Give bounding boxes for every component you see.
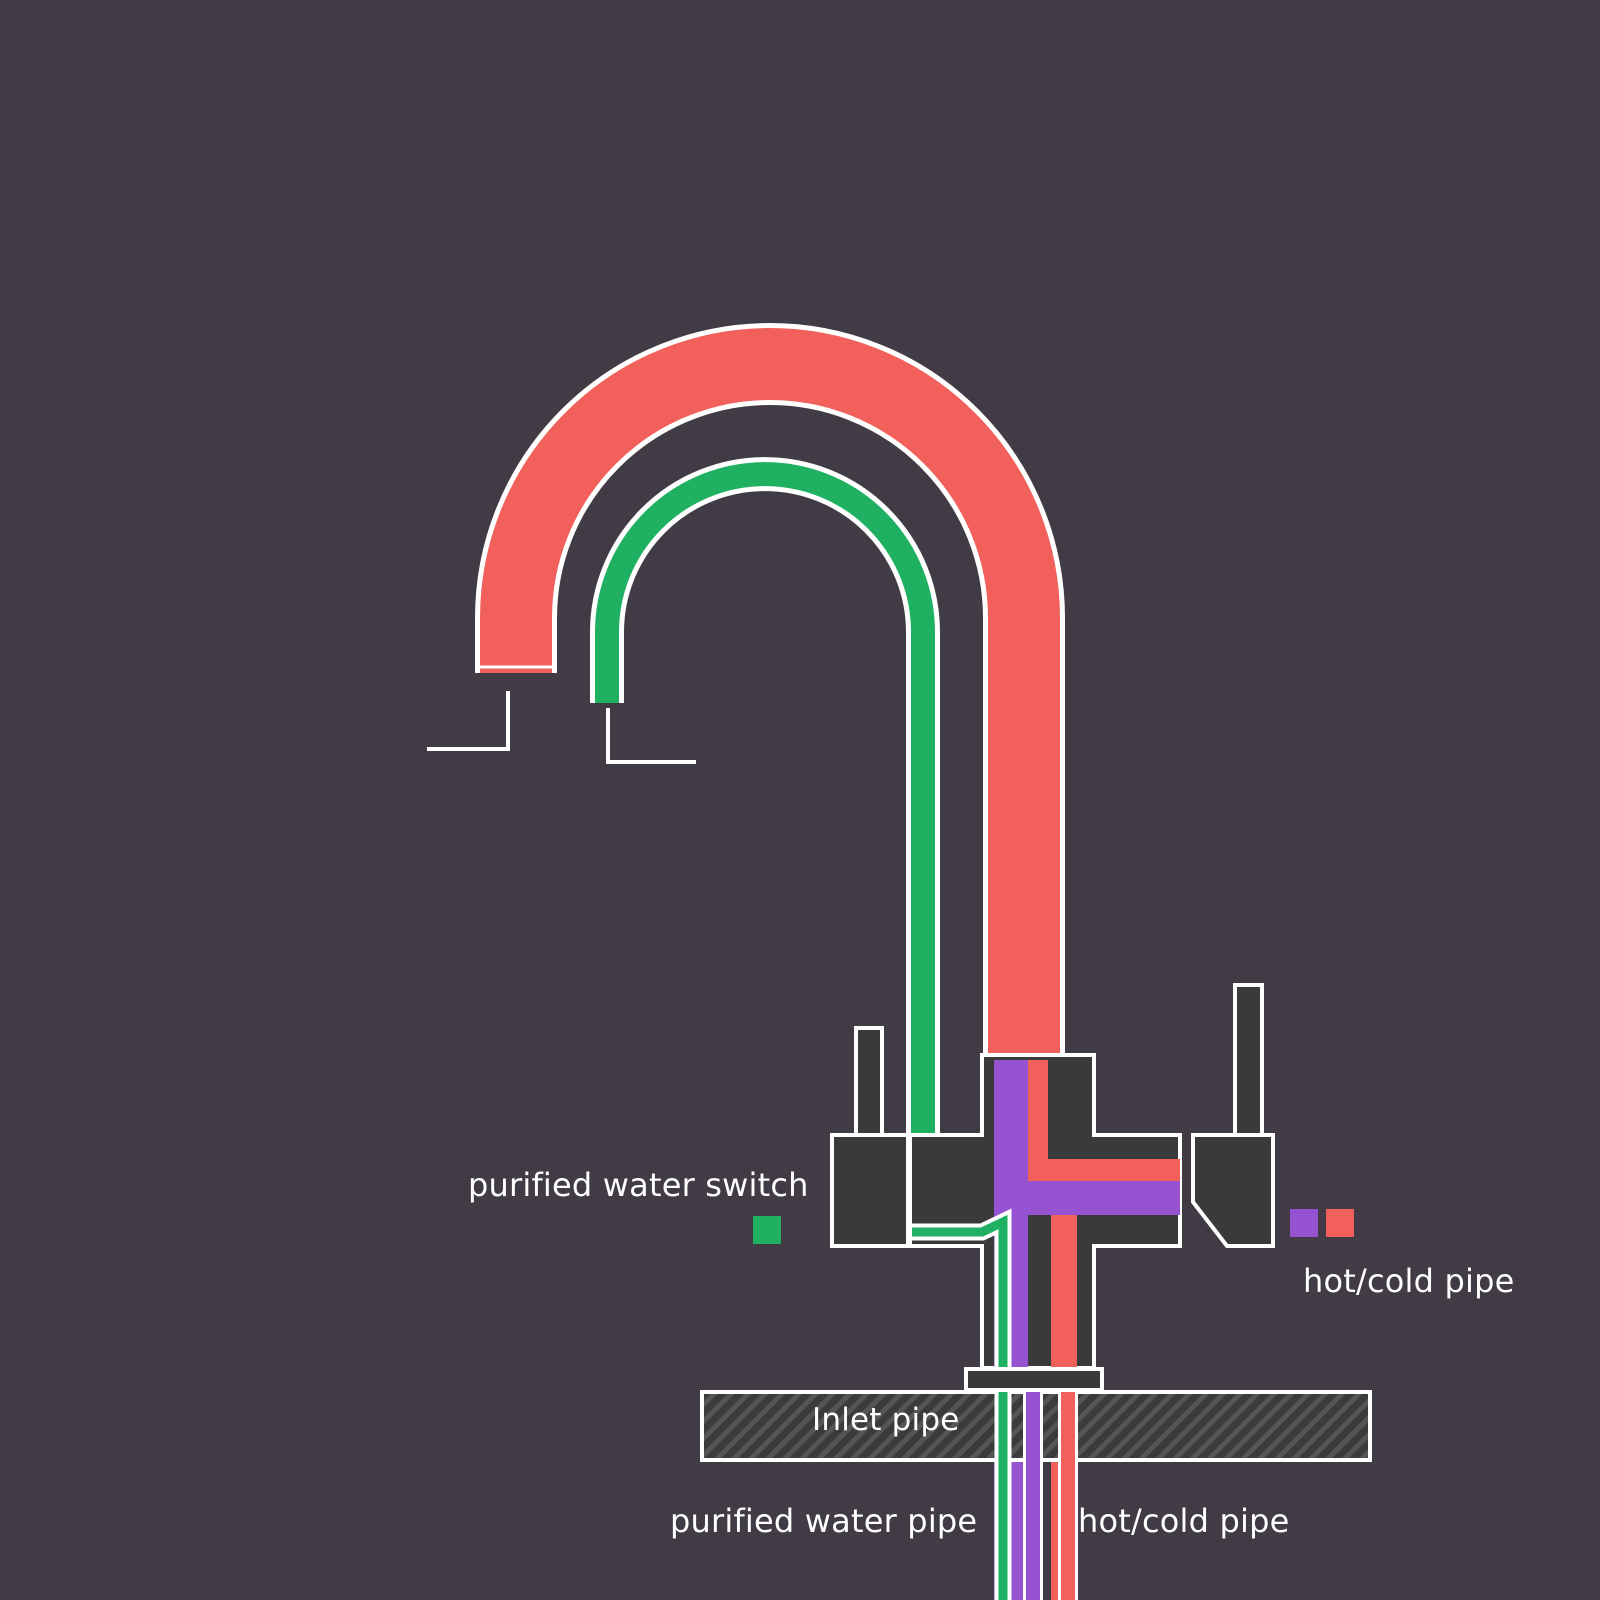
hotcold-lever-body	[1191, 1133, 1275, 1248]
inlet-pipe-label: Inlet pipe	[812, 1402, 960, 1438]
hotcold-nozzle-outline	[427, 691, 510, 751]
mixed-legend-swatch	[1290, 1209, 1318, 1237]
purified-spout-fill	[595, 462, 935, 1136]
purified-water-pipe-label: purified water pipe	[670, 1502, 978, 1540]
hotcold-pipe-side-label: hot/cold pipe	[1303, 1262, 1515, 1300]
purified-nozzle-outline	[606, 708, 696, 764]
hotcold-spout-fill	[480, 328, 1060, 1055]
hotcold-legend-swatch	[1326, 1209, 1354, 1237]
base-flange	[964, 1367, 1104, 1392]
purified-water-switch-label: purified water switch	[468, 1166, 809, 1204]
purified-legend-swatch	[753, 1216, 781, 1244]
hotcold-pipe-bottom-label: hot/cold pipe	[1078, 1502, 1290, 1540]
purified-lever-stem	[854, 1026, 884, 1137]
purified-lever-body	[830, 1133, 910, 1248]
hotcold-lever-stem	[1233, 983, 1264, 1137]
